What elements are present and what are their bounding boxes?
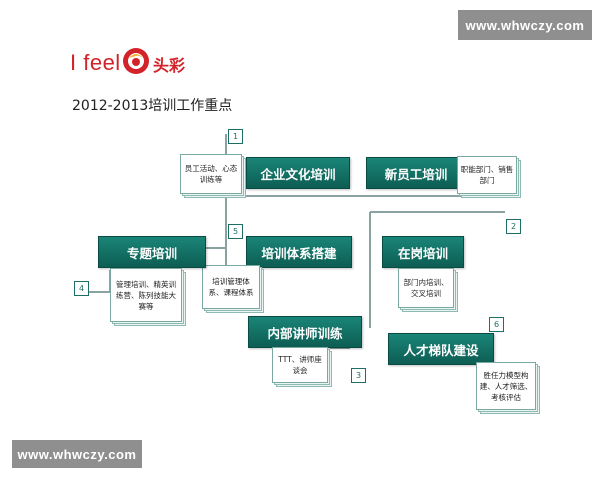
logo-swirl-icon [123,48,149,74]
note-card-special: 管理培训、精英训练营、陈列技能大赛等 [110,268,186,326]
note-card-corporate-culture: 员工活动、心态训练等 [180,154,246,198]
note-text: 员工活动、心态训练等 [180,154,242,194]
note-card-on-job: 部门内培训、交叉培训 [398,268,458,312]
logo-text: I feel [70,50,121,75]
note-text: 胜任力模型构建、人才筛选、考核评估 [476,362,536,410]
topic-new-employee: 新员工培训 [366,157,466,189]
topic-training-system: 培训体系搭建 [246,236,352,268]
note-card-training-system: 培训管理体系、课程体系 [202,265,264,313]
note-card-talent-pipeline: 胜任力模型构建、人才筛选、考核评估 [476,362,540,414]
watermark-top: www.whwczy.com [458,10,592,40]
page-title: 2012-2013培训工作重点 [72,98,233,114]
topic-corporate-culture: 企业文化培训 [246,157,350,189]
item-number-1: 1 [228,129,243,144]
topic-special: 专题培训 [98,236,206,268]
topic-on-job: 在岗培训 [382,236,464,268]
logo-chinese: 头彩 [153,56,186,75]
note-text: 管理培训、精英训练营、陈列技能大赛等 [110,268,182,322]
note-text: 培训管理体系、课程体系 [202,265,260,309]
item-number-5: 5 [228,224,243,239]
topic-talent-pipeline: 人才梯队建设 [388,333,494,365]
note-text: TTT、讲师座谈会 [272,347,328,383]
note-text: 职能部门、销售部门 [457,156,517,194]
item-number-6: 6 [489,317,504,332]
note-card-new-employee: 职能部门、销售部门 [457,156,521,198]
item-number-2: 2 [506,219,521,234]
item-number-4: 4 [74,281,89,296]
note-text: 部门内培训、交叉培训 [398,268,454,308]
watermark-bottom: www.whwczy.com [12,440,142,468]
note-card-internal-trainer: TTT、讲师座谈会 [272,347,332,387]
topic-internal-trainer: 内部讲师训练 [248,316,362,348]
item-number-3: 3 [351,368,366,383]
